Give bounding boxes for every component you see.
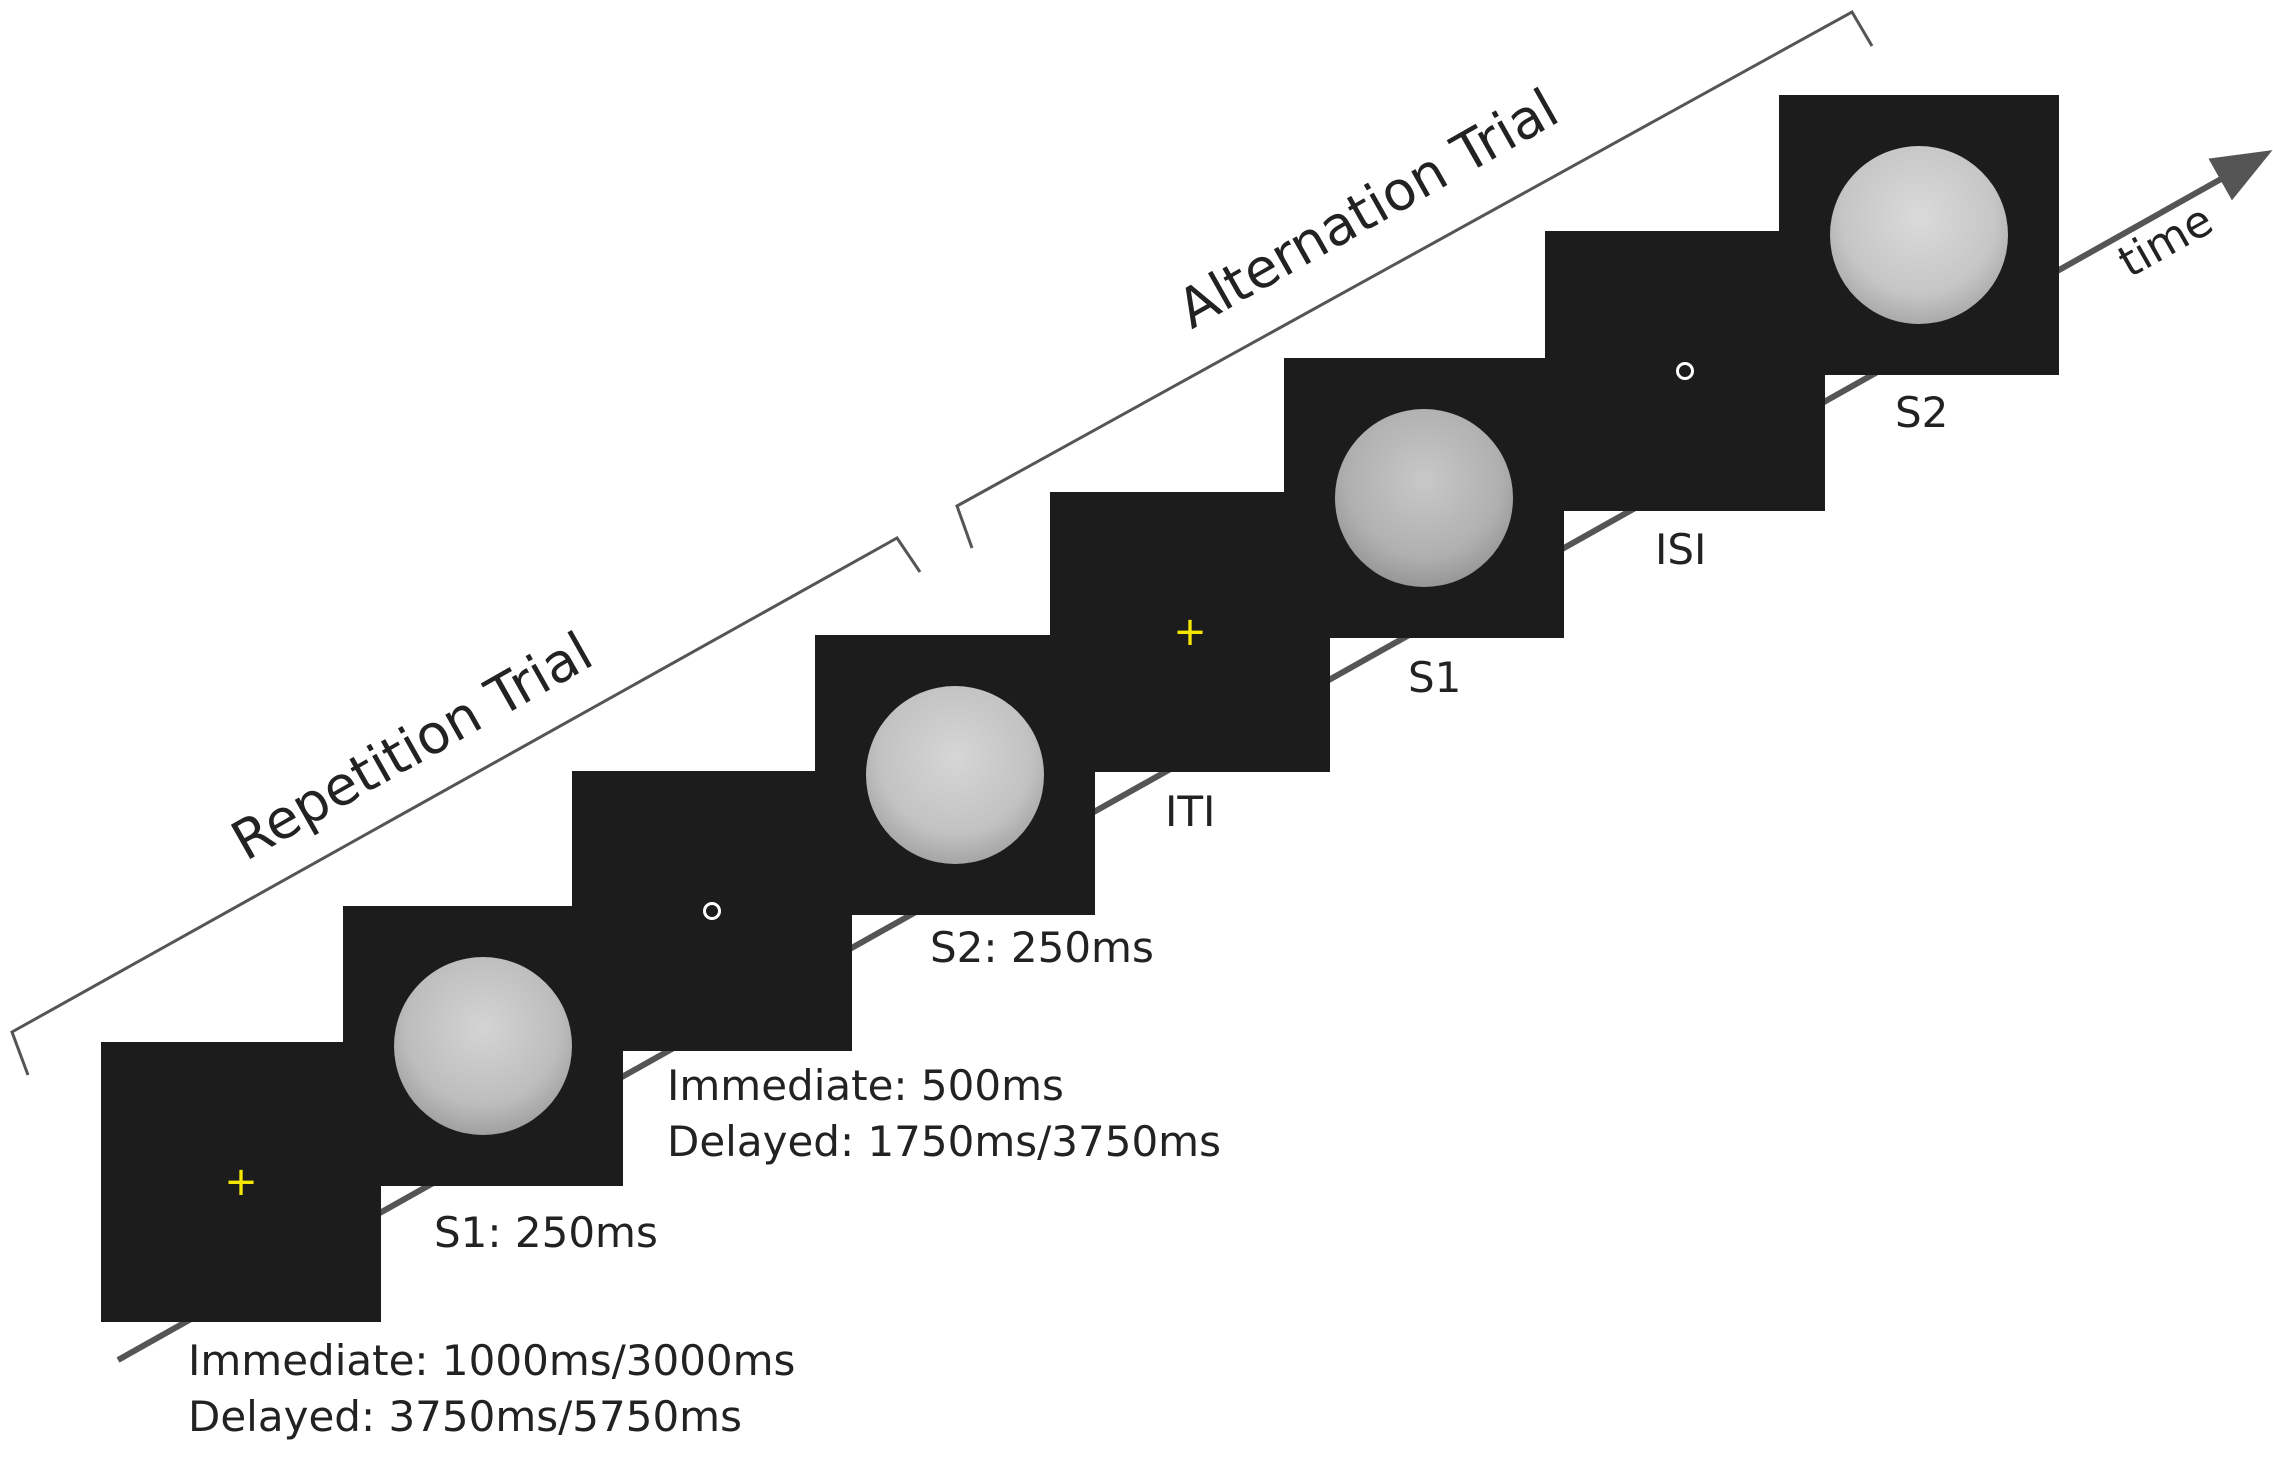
fixation-screen-1: + [101,1042,381,1322]
isi-duration-label: Immediate: 500ms Delayed: 1750ms/3750ms [667,1061,1221,1167]
face-image [1830,146,2008,324]
fixation-duration-label: Immediate: 1000ms/3000ms Delayed: 3750ms… [188,1336,796,1442]
face-screen-s2-alt [1779,95,2059,375]
s2-duration-label: S2: 250ms [930,923,1154,972]
isi-label: ISI [1655,525,1707,574]
face-screen-s1-alt [1284,358,1564,638]
s1-label: S1 [1408,653,1462,702]
fixation-cross-icon: + [1173,609,1207,655]
fixation-cross-icon: + [224,1159,258,1205]
iti-label: ITI [1165,787,1216,836]
isi-screen-2 [1545,231,1825,511]
alternation-trial-bracket [955,9,1874,549]
face-screen-s2 [815,635,1095,915]
iti-screen: + [1050,492,1330,772]
s2-label: S2 [1895,388,1949,437]
fixation-circle-icon [1676,362,1694,380]
face-image [866,686,1044,864]
fixation-circle-icon [703,902,721,920]
s1-duration-label: S1: 250ms [434,1208,658,1257]
face-image [394,957,572,1135]
face-image [1335,409,1513,587]
isi-screen-1 [572,771,852,1051]
repetition-trial-bracket [10,536,922,1076]
